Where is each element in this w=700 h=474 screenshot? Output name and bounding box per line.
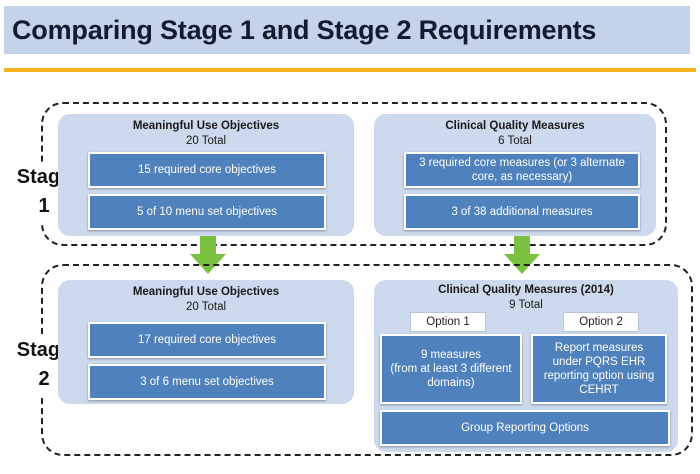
down-arrow-icon (190, 236, 226, 274)
stage1-cqm-total: 6 Total (498, 135, 532, 147)
stage1-muo-total: 20 Total (185, 135, 227, 147)
option1-box: 9 measures (from at least 3 different do… (380, 334, 522, 404)
stage1-cqm-heading: Clinical Quality Measures (445, 120, 585, 132)
stage1-muo-core: 15 required core objectives (88, 152, 326, 188)
stage1-label-word: Stage (16, 166, 72, 188)
stage2-muo-core: 17 required core objectives (88, 322, 326, 358)
page-title: Comparing Stage 1 and Stage 2 Requiremen… (12, 15, 597, 45)
stage2-label-word: Stage (16, 339, 72, 361)
stage1-cqm-additional: 3 of 38 additional measures (404, 194, 640, 230)
option1-tab: Option 1 (410, 312, 486, 332)
stage1-muo-menu: 5 of 10 menu set objectives (88, 194, 326, 230)
stage2-cqm-total: 9 Total (509, 299, 543, 311)
option2-tab: Option 2 (563, 312, 639, 332)
stage1-muo-heading: Meaningful Use Objectives (132, 120, 280, 132)
stage2-cqm-heading: Clinical Quality Measures (2014) (438, 284, 614, 296)
option2-box: Report measures under PQRS EHR reporting… (531, 334, 667, 404)
stage2-muo-heading: Meaningful Use Objectives (132, 286, 280, 298)
title-banner: Comparing Stage 1 and Stage 2 Requiremen… (4, 6, 690, 54)
stage2-muo-menu: 3 of 6 menu set objectives (88, 364, 326, 400)
stage2-label-number: 2 (38, 368, 50, 390)
accent-rule (4, 68, 696, 72)
down-arrow-icon (504, 236, 540, 274)
group-reporting-options: Group Reporting Options (380, 410, 670, 446)
stage1-cqm-core: 3 required core measures (or 3 alternate… (404, 152, 640, 188)
stage2-muo-total: 20 Total (185, 301, 227, 313)
stage1-label-number: 1 (38, 195, 50, 217)
